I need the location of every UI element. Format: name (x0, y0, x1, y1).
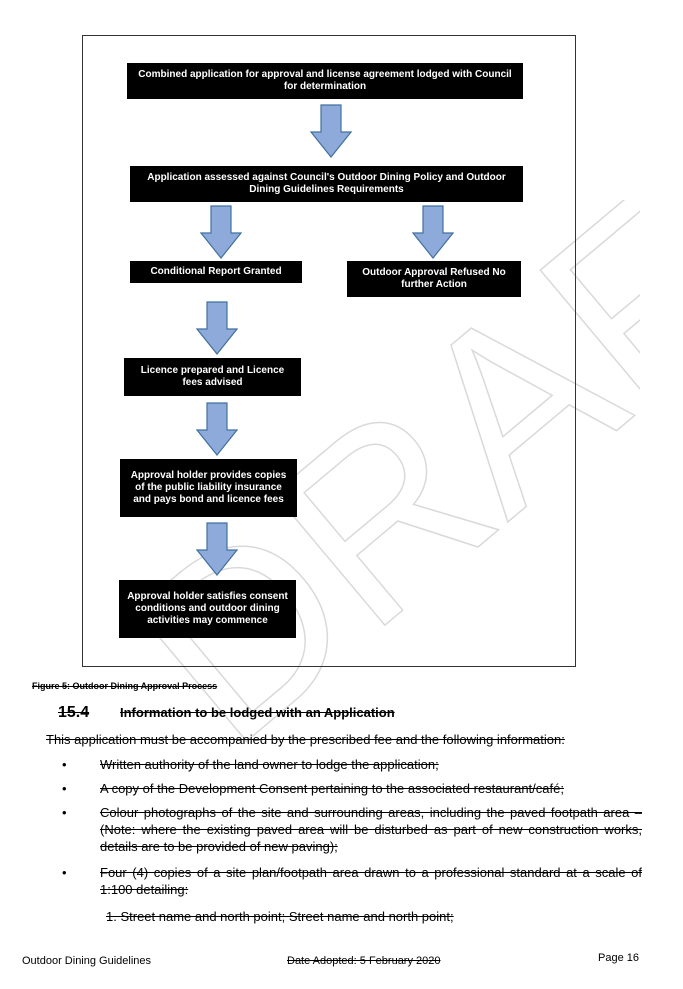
bullet-icon: • (62, 781, 67, 796)
bullet-icon: • (62, 805, 67, 820)
footer-page-number: Page 16 (598, 952, 639, 964)
numbered-list-item: 1. Street name and north point; Street n… (106, 909, 454, 924)
footer-date-adopted: Date Adopted: 5 February 2020 (287, 955, 441, 967)
figure-caption: Figure 5: Outdoor Dining Approval Proces… (32, 681, 218, 691)
flowchart-frame (82, 35, 576, 667)
section-heading: 15.4 Information to be lodged with an Ap… (58, 704, 395, 722)
flow-box-assessed: Application assessed against Council's O… (130, 166, 523, 202)
flow-box-lodged: Combined application for approval and li… (127, 63, 523, 99)
flow-box-commence: Approval holder satisfies consent condit… (119, 580, 296, 638)
footer-document-title: Outdoor Dining Guidelines (22, 955, 152, 967)
flow-box-refused: Outdoor Approval Refused No further Acti… (347, 261, 521, 297)
list-item-text: Written authority of the land owner to l… (100, 757, 439, 772)
down-arrow-icon (196, 402, 238, 456)
intro-paragraph: This application must be accompanied by … (46, 732, 565, 747)
down-arrow-icon (196, 522, 238, 576)
list-item-text: Colour photographs of the site and surro… (100, 805, 642, 854)
list-item-text: Four (4) copies of a site plan/footpath … (100, 865, 642, 897)
bullet-icon: • (62, 865, 67, 880)
bullet-icon: • (62, 757, 67, 772)
down-arrow-icon (200, 205, 242, 259)
down-arrow-icon (310, 104, 352, 158)
flow-box-granted: Conditional Report Granted (130, 261, 302, 283)
section-number: 15.4 (58, 704, 90, 721)
down-arrow-icon (412, 205, 454, 259)
flow-box-insurance: Approval holder provides copies of the p… (120, 459, 297, 517)
down-arrow-icon (196, 301, 238, 355)
flow-box-licence: Licence prepared and Licence fees advise… (124, 358, 301, 396)
section-title: Information to be lodged with an Applica… (120, 705, 395, 720)
list-item-text: A copy of the Development Consent pertai… (100, 781, 564, 796)
